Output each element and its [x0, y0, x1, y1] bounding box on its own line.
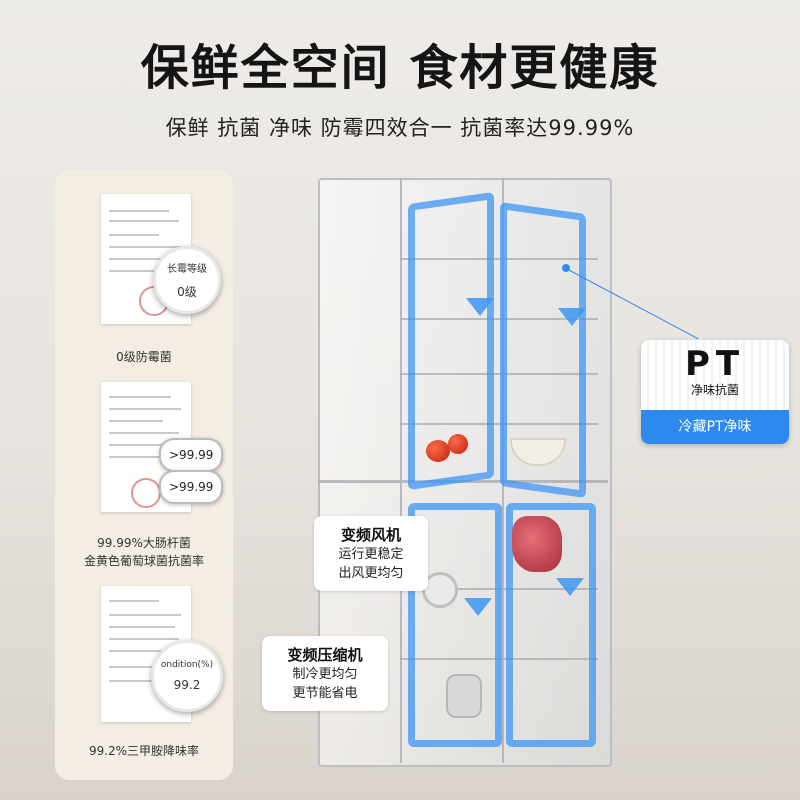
compressor-callout: 变频压缩机 制冷更均匀 更节能省电 [262, 636, 388, 711]
lens-label: ondition(%) [160, 660, 214, 670]
pt-badge: PT 净味抗菌 冷藏PT净味 [641, 340, 789, 444]
meat [512, 516, 562, 572]
magnifier-lens: 长霉等级 0级 [153, 246, 221, 314]
caption-line: 0级防霉菌 [116, 350, 172, 364]
airflow-loop [408, 503, 502, 747]
certificate-panel: 长霉等级 0级 0级防霉菌 >99.99 >99.99 99.99%大肠杆菌 金… [55, 170, 233, 780]
page-subtitle: 保鲜 抗菌 净味 防霉四效合一 抗菌率达99.99% [165, 116, 635, 140]
airflow-arrow-icon [466, 298, 494, 316]
tomato [426, 440, 450, 462]
lens-label: 长霉等级 [167, 264, 207, 275]
caption-line: 99.99%大肠杆菌 [97, 536, 191, 550]
tomato [448, 434, 468, 454]
compressor-callout-line: 制冷更均匀 [292, 667, 358, 682]
lens-value: 99.2 [173, 678, 201, 692]
caption-line: 99.2%三甲胺降味率 [88, 744, 200, 758]
caption-line: 金黄色葡萄球菌抗菌率 [83, 554, 204, 568]
lens-value-pill: >99.99 [159, 470, 224, 504]
pt-bottom-label: 冷藏PT净味 [641, 410, 789, 444]
compressor-icon [446, 674, 482, 718]
compressor-callout-line: 更节能省电 [292, 686, 358, 701]
fridge-mid-divider [318, 480, 608, 483]
airflow-arrow-icon [556, 578, 584, 596]
certificate-caption: 99.99%大肠杆菌 金黄色葡萄球菌抗菌率 [55, 534, 233, 570]
pt-logo: PT [684, 344, 746, 384]
certificate-caption: 0级防霉菌 [55, 348, 233, 366]
fridge-divider [400, 178, 402, 763]
pt-sub: 净味抗菌 [690, 383, 739, 397]
compressor-callout-title: 变频压缩机 [287, 646, 363, 664]
lens-value: 0级 [177, 285, 197, 299]
certificate-caption: 99.2%三甲胺降味率 [55, 742, 233, 760]
fan-callout-line: 运行更稳定 [338, 547, 404, 562]
magnifier-lens: ondition(%) 99.2 [151, 640, 223, 712]
airflow-loop [506, 503, 596, 747]
airflow-arrow-icon [558, 308, 586, 326]
fridge-door-divider [502, 178, 504, 763]
fan-callout-line: 出风更均匀 [338, 566, 404, 581]
fan-callout-title: 变频风机 [340, 526, 401, 544]
page-title: 保鲜全空间 食材更健康 [140, 40, 660, 96]
fan-callout: 变频风机 运行更稳定 出风更均匀 [314, 516, 428, 591]
lens-value-pill: >99.99 [159, 438, 224, 472]
pointer-dot [562, 264, 570, 272]
airflow-arrow-icon [464, 598, 492, 616]
